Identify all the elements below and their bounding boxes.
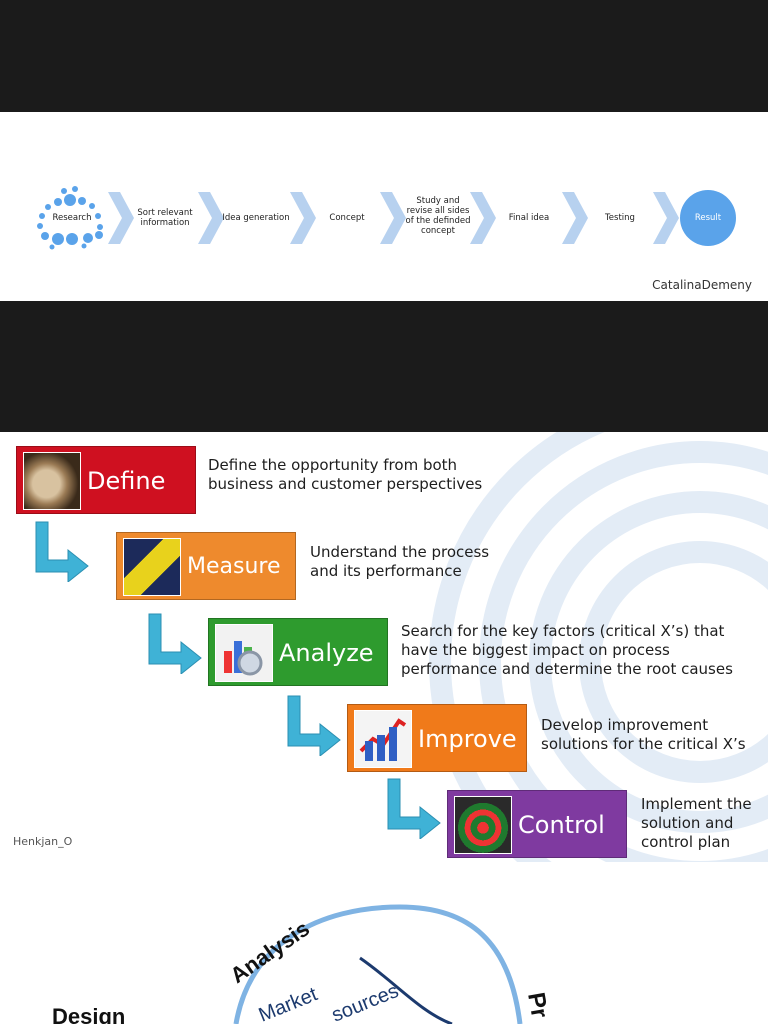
analyze-desc-line: Search for the key factors (critical X’s… bbox=[401, 622, 733, 641]
measure-label: Measure bbox=[187, 533, 281, 601]
step-study-revise: Study and revise all sides of the defind… bbox=[404, 196, 472, 236]
analyze-box: Analyze bbox=[208, 618, 388, 686]
label-market: Market bbox=[256, 983, 321, 1024]
analyze-desc-line: performance and determine the root cause… bbox=[401, 660, 733, 679]
control-description: Implement the solution and control plan bbox=[641, 795, 752, 852]
top-dark-band bbox=[0, 0, 768, 112]
label-design: Design bbox=[52, 1004, 125, 1024]
label-sources: sources bbox=[329, 980, 402, 1024]
control-desc-line: solution and bbox=[641, 814, 752, 833]
cycle-graphics: Analysis Design Market sources Pr bbox=[0, 862, 768, 1024]
define-box: Define bbox=[16, 446, 196, 514]
step-sort-info: Sort relevant information bbox=[126, 208, 204, 228]
define-desc-line: Define the opportunity from both bbox=[208, 456, 482, 475]
improve-growth-icon bbox=[354, 710, 412, 768]
define-label: Define bbox=[87, 447, 165, 515]
improve-description: Develop improvement solutions for the cr… bbox=[541, 716, 746, 754]
arrow-down-right-icon bbox=[145, 612, 205, 674]
improve-label: Improve bbox=[418, 705, 517, 773]
label-pr: Pr bbox=[522, 990, 553, 1020]
analyze-label: Analyze bbox=[279, 619, 374, 687]
measure-tape-icon bbox=[123, 538, 181, 596]
step-testing: Testing bbox=[580, 213, 660, 223]
analyze-description: Search for the key factors (critical X’s… bbox=[401, 622, 733, 679]
step-final-idea: Final idea bbox=[489, 213, 569, 223]
arrow-down-right-icon bbox=[384, 777, 444, 839]
control-dartboard-icon bbox=[454, 796, 512, 854]
define-desc-line: business and customer perspectives bbox=[208, 475, 482, 494]
arrow-down-right-icon bbox=[32, 520, 92, 582]
improve-desc-line: solutions for the critical X’s bbox=[541, 735, 746, 754]
analyze-chart-icon bbox=[215, 624, 273, 682]
control-desc-line: Implement the bbox=[641, 795, 752, 814]
control-desc-line: control plan bbox=[641, 833, 752, 852]
define-document-icon bbox=[23, 452, 81, 510]
measure-box: Measure bbox=[116, 532, 296, 600]
label-analysis: Analysis bbox=[226, 916, 314, 988]
improve-desc-line: Develop improvement bbox=[541, 716, 746, 735]
define-description: Define the opportunity from both busines… bbox=[208, 456, 482, 494]
measure-description: Understand the process and its performan… bbox=[310, 543, 489, 581]
control-label: Control bbox=[518, 791, 605, 859]
improve-box: Improve bbox=[347, 704, 527, 772]
control-box: Control bbox=[447, 790, 627, 858]
analyze-desc-line: have the biggest impact on process bbox=[401, 641, 733, 660]
step-result: Result bbox=[668, 213, 748, 223]
measure-desc-line: Understand the process bbox=[310, 543, 489, 562]
step-research: Research bbox=[32, 213, 112, 223]
dmaic-diagram: Define Define the opportunity from both … bbox=[0, 432, 768, 862]
idea-process-diagram: Research Sort relevant information Idea … bbox=[0, 112, 768, 301]
step-concept: Concept bbox=[307, 213, 387, 223]
measure-desc-line: and its performance bbox=[310, 562, 489, 581]
design-cycle-diagram: Analysis Design Market sources Pr bbox=[0, 862, 768, 1024]
credit-henkjan: Henkjan_O bbox=[13, 835, 72, 848]
step-idea-generation: Idea generation bbox=[216, 213, 296, 223]
arrow-down-right-icon bbox=[284, 694, 344, 756]
middle-dark-band bbox=[0, 301, 768, 432]
credit-catalina: CatalinaDemeny bbox=[652, 278, 752, 292]
